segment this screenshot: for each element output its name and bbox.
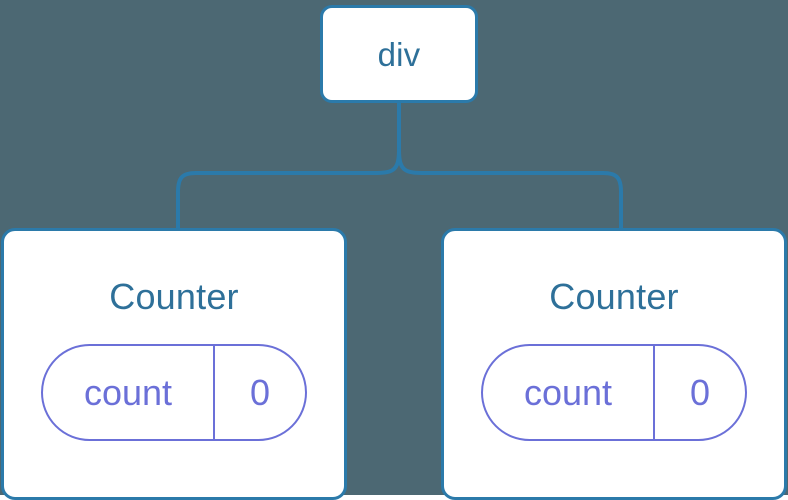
- node-div[interactable]: div: [320, 5, 478, 103]
- node-counter-1[interactable]: Counter count 0: [1, 228, 347, 500]
- node-counter-2[interactable]: Counter count 0: [441, 228, 787, 500]
- state-pill-counter-1[interactable]: count 0: [41, 344, 307, 441]
- state-key-label-2: count: [523, 371, 613, 413]
- state-key-cell-1: count: [43, 346, 215, 439]
- state-key-label-1: count: [83, 371, 173, 413]
- state-value-label-1: 0: [249, 371, 271, 413]
- connector-branch-right: [397, 148, 623, 230]
- state-value-label-2: 0: [689, 371, 711, 413]
- node-div-label: div: [377, 35, 421, 73]
- connector-branch-left: [176, 148, 401, 230]
- state-key-cell-2: count: [483, 346, 655, 439]
- node-counter-2-label: Counter: [549, 276, 679, 317]
- state-value-cell-2: 0: [655, 346, 745, 439]
- state-pill-counter-2[interactable]: count 0: [481, 344, 747, 441]
- node-counter-1-label: Counter: [109, 276, 239, 317]
- state-value-cell-1: 0: [215, 346, 305, 439]
